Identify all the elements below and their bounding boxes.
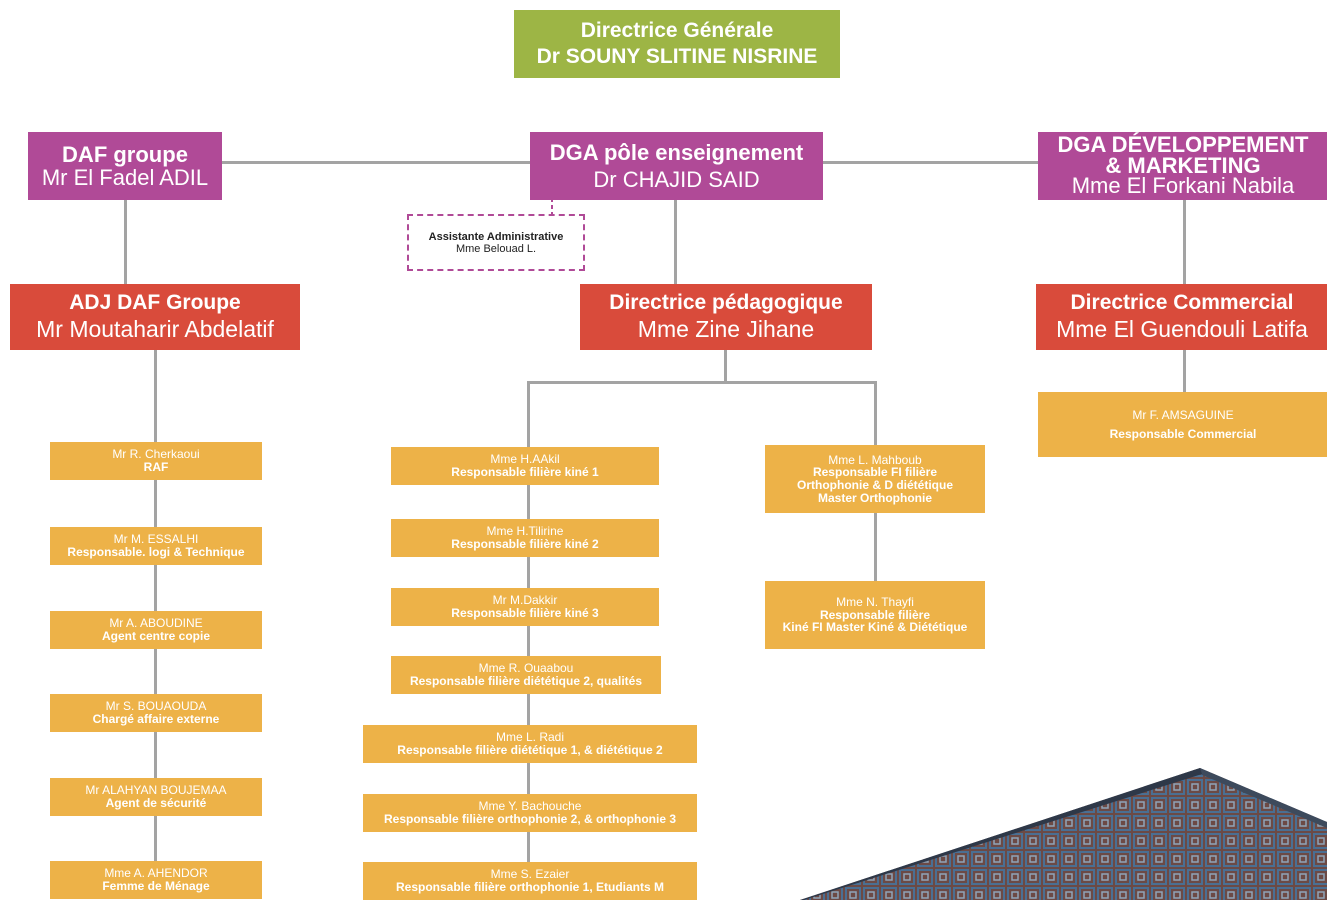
person-name: Mme H.Tilirine [486,524,564,539]
person-role: Responsable filière orthophonie 2, & ort… [383,812,677,826]
person-role: Agent centre copie [101,629,211,643]
dga-dev-title-2: & MARKETING [1105,152,1261,178]
mid-col-item: Mme S. Ezaier Responsable filière orthop… [363,862,697,900]
left-col-item: Mme A. AHENDOR Femme de Ménage [50,861,262,899]
person-role: Agent de sécurité [105,796,207,810]
dir-peda-name: Mme Zine Jihane [637,316,815,343]
person-role: Responsable. logi & Technique [67,545,245,559]
connector-dgadev-com [1183,200,1186,284]
person-name: Mme R. Ouaabou [478,661,574,676]
mid-col-item: Mme H.AAkil Responsable filière kiné 1 [391,447,659,485]
person-name: Mr M. ESSALHI [113,532,199,547]
adj-daf-box: ADJ DAF Groupe Mr Moutaharir Abdelatif [10,284,300,350]
person-name: Mme A. AHENDOR [104,866,208,881]
dir-com-title: Directrice Commercial [1070,291,1294,315]
person-role: Femme de Ménage [102,879,210,893]
left-col-item: Mr S. BOUAOUDA Chargé affaire externe [50,694,262,732]
dir-peda-box: Directrice pédagogique Mme Zine Jihane [580,284,872,350]
person-name: Mme L. Mahboub [828,452,922,467]
mid-col-item: Mme H.Tilirine Responsable filière kiné … [391,519,659,557]
connector-dga-dgadev [823,161,1038,164]
person-name: Mr A. ABOUDINE [109,616,203,631]
mid-col-item: Mme Y. Bachouche Responsable filière ort… [363,794,697,832]
dga-ens-title: DGA pôle enseignement [549,140,804,166]
left-col-item: Mr ALAHYAN BOUJEMAA Agent de sécurité [50,778,262,816]
person-name: Mme Y. Bachouche [478,799,582,814]
connector-adj-left-col [154,350,157,870]
adj-daf-name: Mr Moutaharir Abdelatif [36,316,274,343]
left-col-item: Mr M. ESSALHI Responsable. logi & Techni… [50,527,262,565]
dga-ens-name: Dr CHAJID SAID [593,166,760,192]
dga-ens-box: DGA pôle enseignement Dr CHAJID SAID [530,132,823,200]
right-mid-col-item: Mme N. Thayfi Responsable filière Kiné F… [765,581,985,649]
person-name: Mme N. Thayfi [836,595,914,610]
person-role-line3: Master Orthophonie [817,490,932,505]
person-role: RAF [143,460,169,474]
right-mid-col-item: Mme L. Mahboub Responsable FI filière Or… [765,445,985,513]
connector-peda-horizontal [527,381,877,384]
dir-com-box: Directrice Commercial Mme El Guendouli L… [1036,284,1327,350]
dir-com-name: Mme El Guendouli Latifa [1056,316,1308,343]
connector-peda-down [724,350,727,382]
person-role-line1: Responsable filière [819,607,931,622]
person-role: Responsable filière kiné 2 [451,537,599,551]
dir-peda-title: Directrice pédagogique [609,291,843,315]
assistant-box: Assistante Administrative Mme Belouad L. [407,214,585,271]
left-col-item: Mr A. ABOUDINE Agent centre copie [50,611,262,649]
person-name: Mme S. Ezaier [490,867,570,882]
person-name: Mr F. AMSAGUINE [1132,407,1234,422]
connector-com-down [1183,350,1186,392]
com-col-item: Mr F. AMSAGUINE Responsable Commercial [1038,392,1327,457]
person-role: Chargé affaire externe [92,712,220,726]
left-col-item: Mr R. Cherkaoui RAF [50,442,262,480]
person-role-line2: Orthophonie & D diététique [797,478,953,492]
ceo-title: Directrice Générale [580,19,774,43]
person-name: Mme H.AAkil [490,452,560,467]
person-role: Responsable filière diététique 1, & diét… [397,743,663,757]
dga-dev-box: DGA DÉVELOPPEMENT & MARKETING Mme El For… [1038,132,1327,200]
person-name: Mr S. BOUAOUDA [105,699,207,714]
dga-dev-title-1: DGA DÉVELOPPEMENT [1057,131,1309,157]
person-name: Mr M.Dakkir [492,593,558,608]
mid-col-item: Mr M.Dakkir Responsable filière kiné 3 [391,588,659,626]
ceo-box: Directrice Générale Dr SOUNY SLITINE NIS… [514,10,840,78]
assistant-title: Assistante Administrative [428,230,564,243]
mid-col-item: Mme L. Radi Responsable filière diététiq… [363,725,697,763]
person-role-line1: Responsable FI filière [812,465,938,480]
daf-name: Mr El Fadel ADIL [41,165,209,190]
connector-dga-peda [674,200,677,284]
connector-daf-adj [124,200,127,284]
ceo-name: Dr SOUNY SLITINE NISRINE [536,44,818,68]
person-role-line2: Kiné FI Master Kiné & Diététique [782,620,968,635]
assistant-name: Mme Belouad L. [455,242,537,255]
daf-box: DAF groupe Mr El Fadel ADIL [28,132,222,200]
dga-dev-name: Mme El Forkani Nabila [1071,173,1295,199]
person-role: Responsable Commercial [1109,426,1257,441]
person-role: Responsable filière kiné 1 [451,465,599,479]
person-name: Mr ALAHYAN BOUJEMAA [85,783,227,798]
mid-col-item: Mme R. Ouaabou Responsable filière diété… [391,656,661,694]
building-photo [800,768,1327,900]
person-role: Responsable filière kiné 3 [451,606,599,620]
person-role: Responsable filière diététique 2, qualit… [409,674,643,688]
person-name: Mme L. Radi [495,730,565,745]
person-role: Responsable filière orthophonie 1, Etudi… [395,880,665,894]
connector-daf-dga [220,161,532,164]
daf-title: DAF groupe [62,141,188,167]
person-name: Mr R. Cherkaoui [112,447,200,462]
connector-mid-col [527,381,530,871]
adj-daf-title: ADJ DAF Groupe [69,291,241,315]
